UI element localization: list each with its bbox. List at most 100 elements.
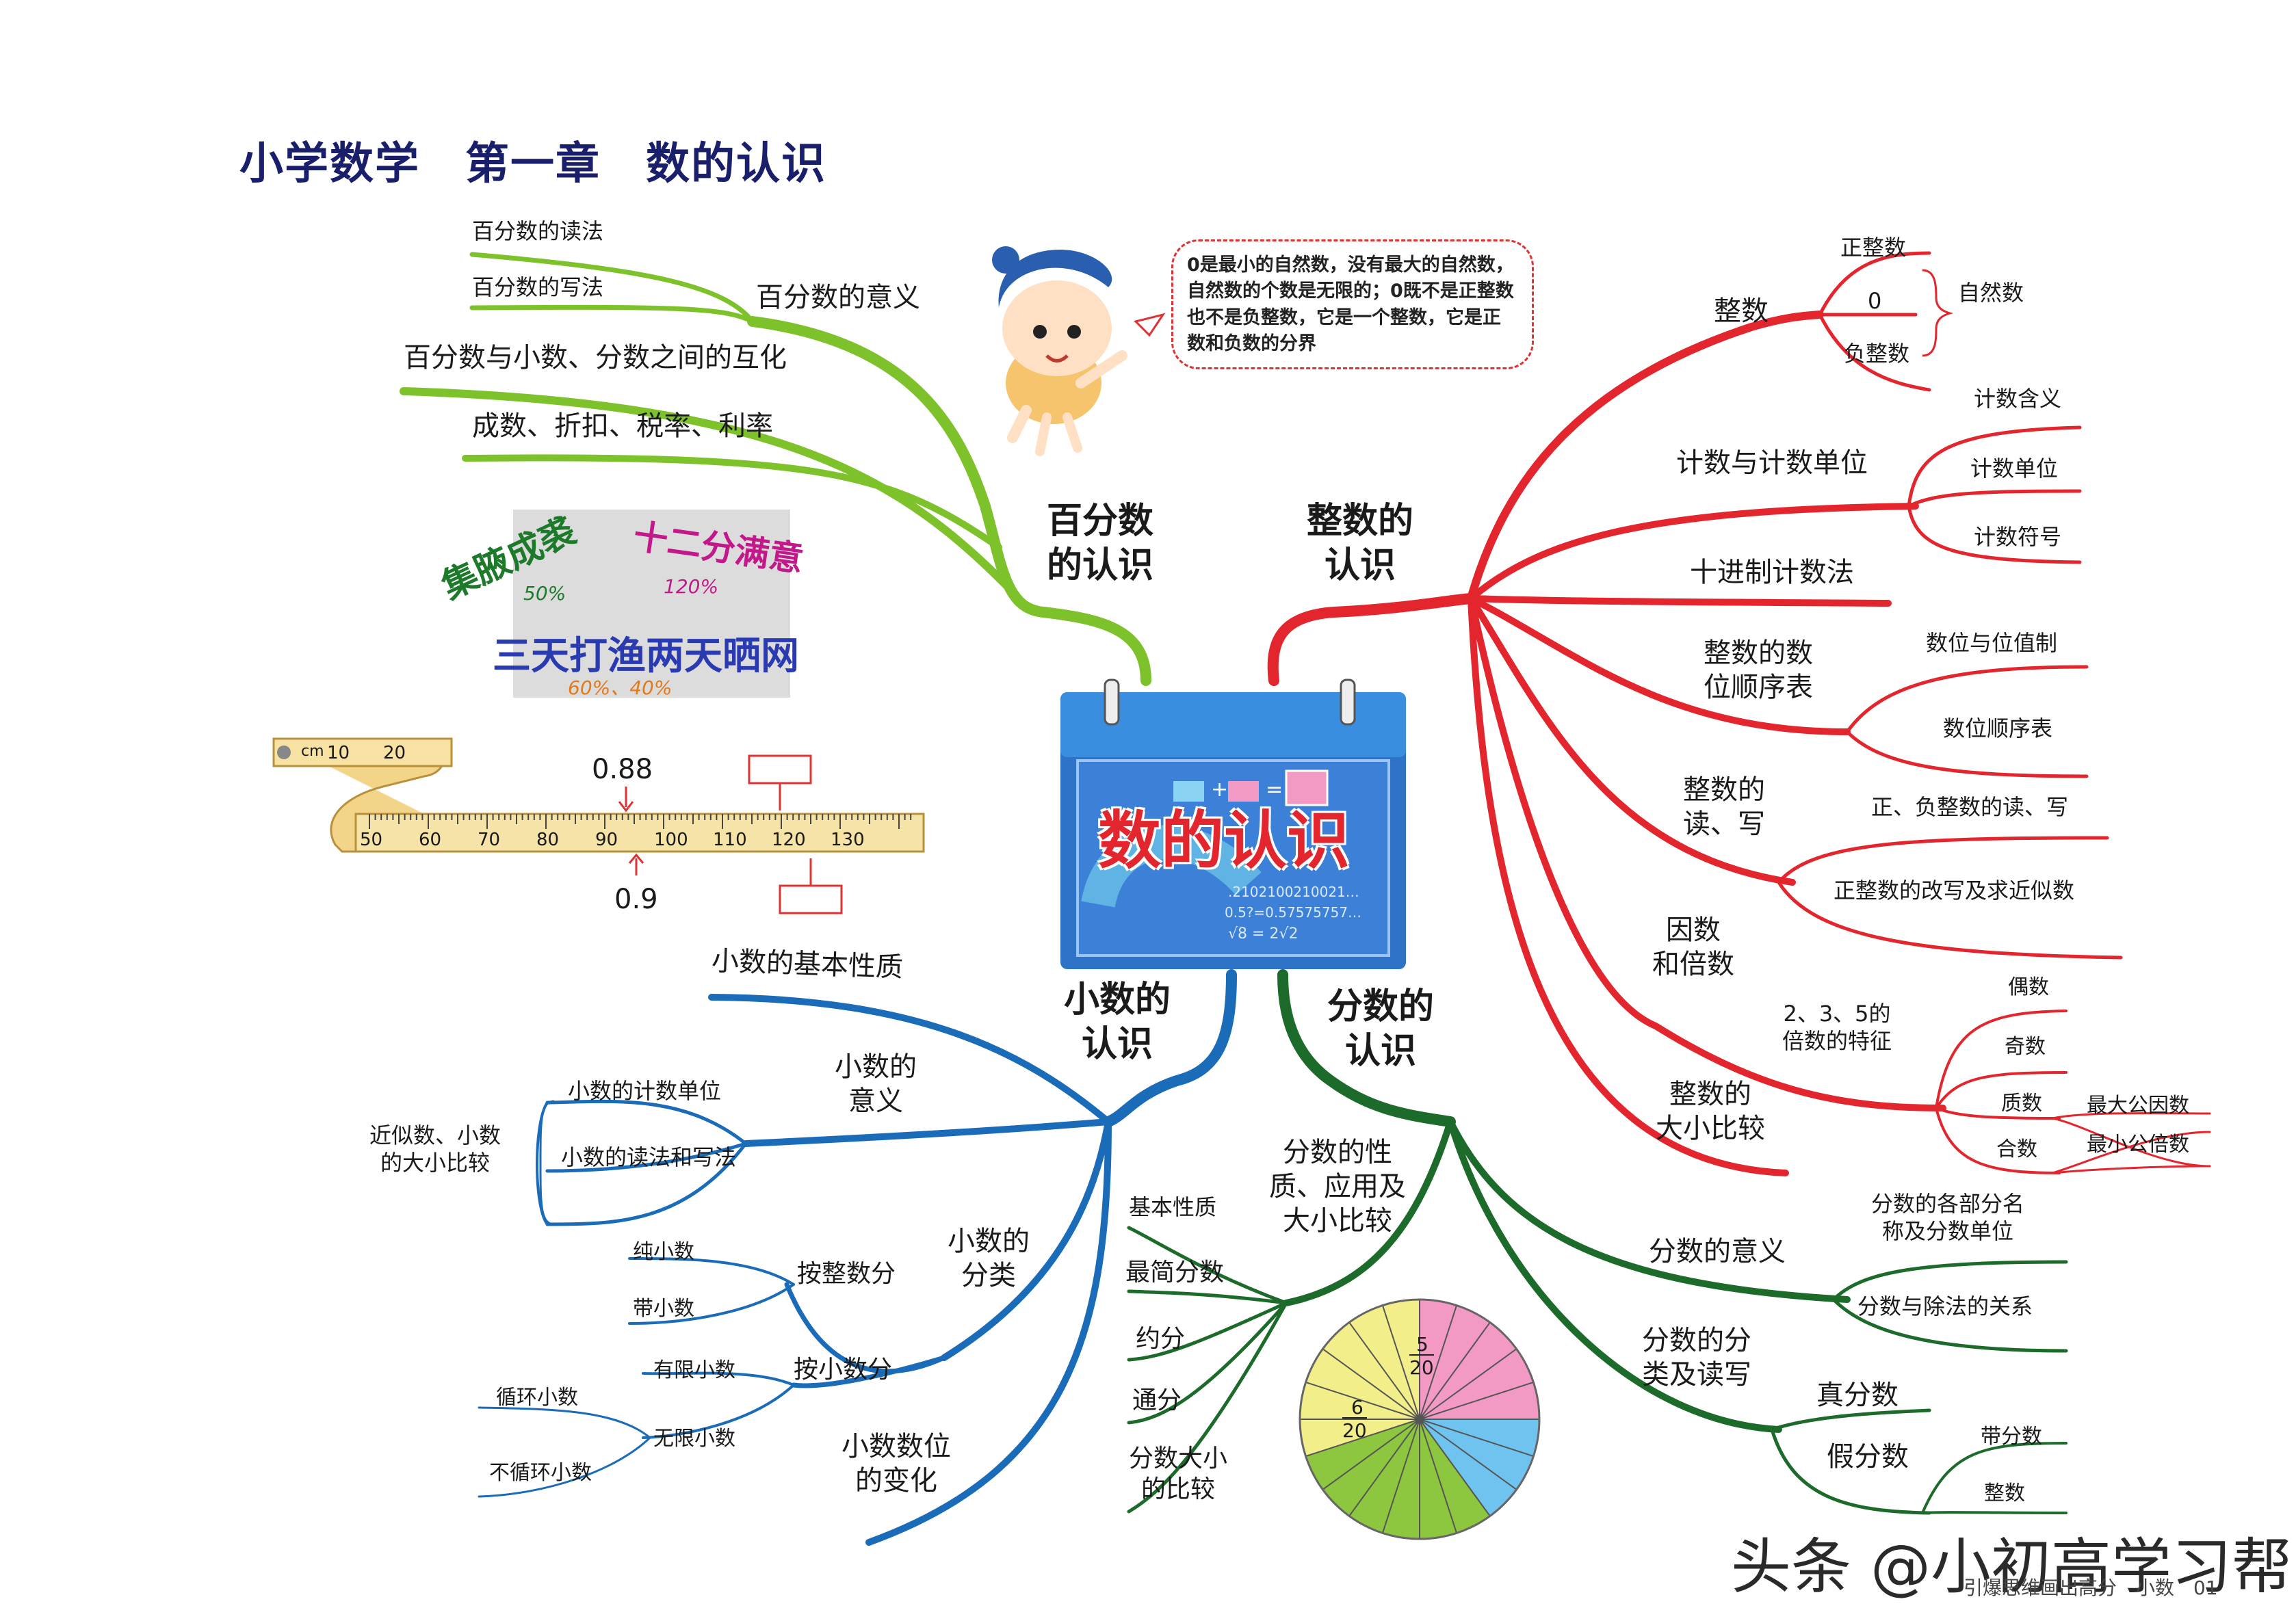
ruler-start-20: 20 [383, 743, 406, 763]
pie-slice-3 [1300, 1300, 1420, 1457]
ruler-label-above: 0.88 [592, 754, 653, 785]
even-numbers[interactable]: 偶数 [2008, 975, 2049, 999]
count-symbol[interactable]: 计数符号 [1974, 524, 2062, 550]
fraction-meaning[interactable]: 分数的意义 [1649, 1236, 1786, 1267]
tape-measure-illustration [272, 737, 925, 914]
center-topic-card[interactable]: + = 数的认识 .2102100210021… 0.5?=0.57575757… [1057, 678, 1409, 973]
pie-label-1-den: 20 [1409, 1354, 1434, 1380]
decimal-meaning[interactable]: 小数的 意义 [835, 1051, 917, 1117]
simplest-fraction[interactable]: 最简分数 [1125, 1258, 1225, 1287]
fraction-parts[interactable]: 分数的各部分名 称及分数单位 [1871, 1191, 2025, 1244]
ruler-start-10: 10 [327, 743, 350, 763]
idiom-percent-2: 120% [664, 575, 719, 598]
proper-fraction[interactable]: 真分数 [1816, 1380, 1899, 1411]
natural-numbers[interactable]: 自然数 [1958, 280, 2024, 306]
idiom-percent-1: 50% [523, 582, 566, 605]
negative-integers[interactable]: 负整数 [1844, 341, 1910, 367]
mixed-number[interactable]: 带分数 [1981, 1425, 2042, 1449]
ruler-tick-label: 70 [478, 830, 501, 850]
ruler-tick-label: 80 [536, 830, 560, 850]
ruler-tick-label: 50 [360, 830, 383, 850]
fraction-pie-illustration [1299, 1298, 1541, 1540]
ruler-tick-label: 130 [831, 830, 865, 850]
place-order-table[interactable]: 整数的数 位顺序表 [1704, 637, 1813, 703]
fraction-properties[interactable]: 分数的性 质、应用及 大小比较 [1269, 1137, 1406, 1237]
count-meaning[interactable]: 计数含义 [1974, 386, 2062, 412]
ruler-label-below: 0.9 [614, 884, 658, 915]
integer-compare[interactable]: 整数的 大小比较 [1656, 1079, 1765, 1144]
integer-branch-label[interactable]: 整数的 认识 [1307, 501, 1414, 586]
percent-convert[interactable]: 百分数与小数、分数之间的互化 [404, 342, 787, 373]
rw-rewrite[interactable]: 正整数的改写及求近似数 [1834, 878, 2075, 904]
multiples-235[interactable]: 2、3、5的 倍数的特征 [1782, 1001, 1892, 1054]
common-denominator[interactable]: 通分 [1132, 1386, 1182, 1414]
reduce-fraction[interactable]: 约分 [1136, 1325, 1186, 1353]
rw-pos-neg[interactable]: 正、负整数的读、写 [1871, 794, 2069, 820]
by-decimal-part[interactable]: 按小数分 [794, 1356, 893, 1384]
decimal-count-unit[interactable]: 小数的计数单位 [568, 1078, 722, 1104]
finite-decimal[interactable]: 有限小数 [653, 1358, 735, 1382]
gcf[interactable]: 最大公因数 [2087, 1094, 2189, 1118]
composite-numbers[interactable]: 合数 [1996, 1137, 2037, 1161]
idiom-percent-3: 60%、40% [568, 676, 673, 699]
decimal-approx-compare[interactable]: 近似数、小数 的大小比较 [369, 1122, 501, 1176]
fraction-branch-label[interactable]: 分数的 认识 [1327, 986, 1435, 1072]
mixed-decimal[interactable]: 带小数 [633, 1297, 694, 1321]
center-formula-2: 0.5?=0.57575757… [1225, 904, 1362, 921]
watermark: 头条 @小初高学习帮 [1731, 1531, 2292, 1602]
fraction-branch-lines [1127, 969, 2068, 1515]
improper-fraction[interactable]: 假分数 [1827, 1441, 1909, 1473]
place-table[interactable]: 数位顺序表 [1943, 715, 2053, 741]
fraction-basic-property[interactable]: 基本性质 [1129, 1194, 1217, 1220]
decimal-read-write[interactable]: 小数的读法和写法 [561, 1144, 737, 1170]
percent-branch-label[interactable]: 百分数 的认识 [1047, 501, 1154, 586]
ruler-tick-label: 110 [713, 830, 747, 850]
integer-branch-lines [1267, 251, 2211, 1176]
percent-read[interactable]: 百分数的读法 [472, 218, 604, 244]
ruler-unit: cm [301, 743, 324, 760]
repeating-decimal[interactable]: 循环小数 [496, 1386, 578, 1410]
decimal-branch-label[interactable]: 小数的 认识 [1064, 979, 1171, 1065]
counting-units[interactable]: 计数与计数单位 [1676, 447, 1868, 479]
center-formula-1: .2102100210021… [1228, 884, 1359, 900]
percent-branch-lines [400, 252, 1151, 686]
center-formula-3: √8 = 2√2 [1228, 925, 1299, 943]
percent-write[interactable]: 百分数的写法 [472, 274, 604, 300]
fraction-division[interactable]: 分数与除法的关系 [1857, 1293, 2033, 1319]
integers-node[interactable]: 整数 [1714, 295, 1769, 327]
fraction-compare[interactable]: 分数大小 的比较 [1129, 1445, 1228, 1503]
svg-text:=: = [1266, 778, 1283, 802]
odd-numbers[interactable]: 奇数 [2005, 1035, 2046, 1059]
place-value[interactable]: 数位与位值制 [1926, 630, 2058, 656]
page-title: 小学数学 第一章 数的认识 [239, 139, 826, 189]
positive-integers[interactable]: 正整数 [1840, 235, 1907, 261]
by-integer-part[interactable]: 按整数分 [797, 1260, 896, 1288]
count-unit[interactable]: 计数单位 [1970, 456, 2059, 482]
approx-brace [539, 1100, 555, 1226]
pie-label-2-den: 20 [1342, 1417, 1367, 1442]
decimal-classify[interactable]: 小数的 分类 [948, 1226, 1030, 1291]
decimal-basic-property[interactable]: 小数的基本性质 [711, 945, 904, 984]
percent-meaning[interactable]: 百分数的意义 [756, 282, 920, 313]
decimal-system[interactable]: 十进制计数法 [1690, 557, 1854, 588]
lcm[interactable]: 最小公倍数 [2087, 1133, 2189, 1157]
ruler-tick-label: 90 [595, 830, 618, 850]
nonrepeating-decimal[interactable]: 不循环小数 [489, 1461, 592, 1485]
integer-read-write[interactable]: 整数的 读、写 [1683, 774, 1765, 840]
ruler-tick-label: 60 [419, 830, 442, 850]
decimal-place-shift[interactable]: 小数数位 的变化 [842, 1431, 951, 1497]
infinite-decimal[interactable]: 无限小数 [653, 1427, 735, 1451]
prime-numbers[interactable]: 质数 [2001, 1092, 2042, 1116]
pure-decimal[interactable]: 纯小数 [633, 1240, 694, 1264]
pie-slice-2 [1305, 1419, 1490, 1539]
decimal-branch-lines [478, 969, 1237, 1546]
fraction-classes[interactable]: 分数的分 类及读写 [1642, 1325, 1751, 1391]
idiom-phrase-3: 三天打渔两天晒网 [493, 634, 799, 678]
whole-number[interactable]: 整数 [1984, 1481, 2025, 1505]
zero-node[interactable]: 0 [1868, 288, 1882, 314]
footer-note: 引爆思维画出高分 小数 01 [1964, 1577, 2218, 1599]
factors-multiples[interactable]: 因数 和倍数 [1652, 914, 1734, 980]
percent-apps[interactable]: 成数、折扣、税率、利率 [472, 410, 773, 442]
